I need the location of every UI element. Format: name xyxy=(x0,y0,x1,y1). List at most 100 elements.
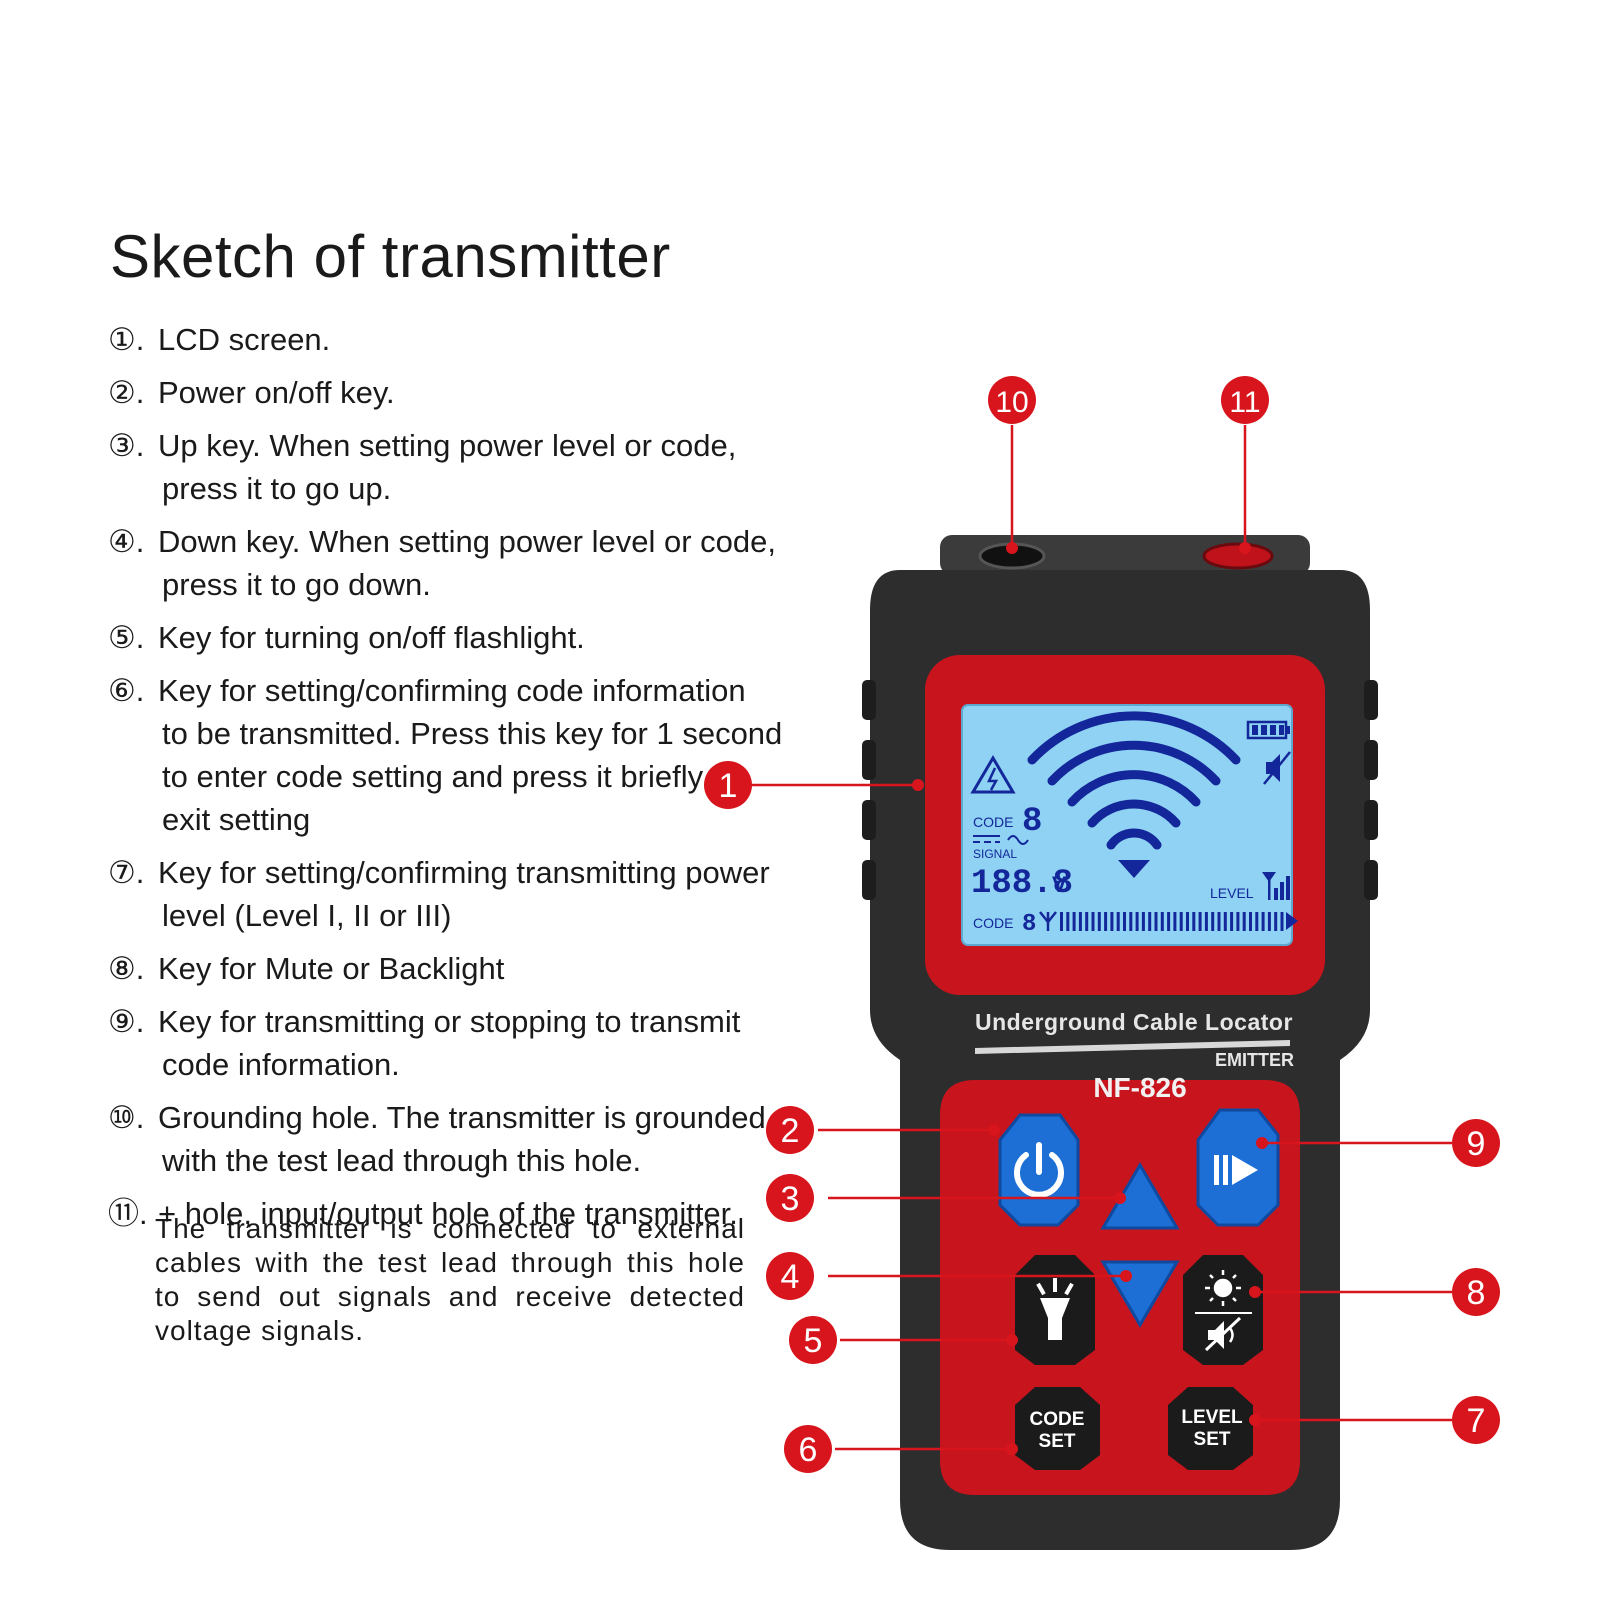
feature-text: + hole, input/output hole of the transmi… xyxy=(158,1192,828,1235)
callout-badges: 1 2 3 4 5 6 7 8 9 10 11 xyxy=(704,376,1500,1473)
feature-number: ⑨. xyxy=(108,1004,145,1039)
callout-badge-6: 6 xyxy=(784,1425,832,1473)
progress-arrow-icon xyxy=(1286,912,1298,930)
lcd-screen xyxy=(961,704,1293,946)
feature-item: ⑧. Key for Mute or Backlight xyxy=(108,947,828,990)
progress-tick xyxy=(1198,912,1202,931)
lcd-signal-value: 188.8 xyxy=(971,865,1073,903)
progress-tick xyxy=(1179,912,1183,931)
feature-text-line: Key for setting/confirming transmitting … xyxy=(158,855,770,890)
callout-number: 11 xyxy=(1229,386,1260,419)
callout-badge-5: 5 xyxy=(789,1316,837,1364)
level-set-button[interactable]: LEVEL SET xyxy=(1168,1387,1253,1470)
lcd-signal-label: SIGNAL xyxy=(973,847,1017,861)
progress-tick xyxy=(1211,912,1215,931)
progress-tick xyxy=(1280,912,1284,931)
callout-lines xyxy=(748,425,1452,1451)
feature-text: LCD screen. xyxy=(158,318,828,361)
progress-tick xyxy=(1160,912,1164,931)
backlight-mute-button[interactable] xyxy=(1183,1255,1263,1365)
callout-badge-11: 11 xyxy=(1221,376,1269,424)
lcd-level-label: LEVEL xyxy=(1210,885,1254,901)
feature-number: ①. xyxy=(108,322,145,357)
callout-number: 4 xyxy=(781,1258,800,1296)
code-set-line1: CODE xyxy=(1030,1409,1085,1430)
feature-number: ⑥. xyxy=(108,673,145,708)
side-grips xyxy=(862,680,1378,900)
feature-number: ⑦. xyxy=(108,855,145,890)
feature-text-line: + hole, input/output hole of the transmi… xyxy=(158,1196,738,1231)
progress-tick xyxy=(1072,912,1076,931)
level-set-line2: SET xyxy=(1194,1429,1231,1450)
progress-tick xyxy=(1091,912,1095,931)
flashlight-button[interactable] xyxy=(1015,1255,1095,1365)
signal-origin xyxy=(1118,860,1150,878)
transmit-progress-bar xyxy=(1060,912,1284,931)
callout-number: 2 xyxy=(781,1112,800,1150)
code-set-button[interactable]: CODE SET xyxy=(1015,1387,1100,1470)
progress-tick xyxy=(1267,912,1271,931)
feature-text: Key for setting/confirming code informat… xyxy=(158,669,828,841)
progress-tick xyxy=(1148,912,1152,931)
lcd-code-label: CODE xyxy=(973,814,1013,830)
lcd-code-value: 8 xyxy=(1022,803,1042,841)
progress-tick xyxy=(1186,912,1189,931)
lcd-signal-unit: V xyxy=(1052,872,1067,897)
callout-badge-7: 7 xyxy=(1452,1396,1500,1444)
transmit-button[interactable] xyxy=(1196,1108,1280,1227)
hole-note: The transmitter is connected to external… xyxy=(155,1213,745,1346)
progress-tick xyxy=(1060,912,1063,931)
callout-badge-10: 10 xyxy=(988,376,1036,424)
progress-tick xyxy=(1123,912,1126,931)
model-label: NF-826 xyxy=(1093,1072,1186,1103)
plus-hole[interactable] xyxy=(1202,542,1274,570)
callout-number: 1 xyxy=(719,767,738,805)
feature-text: Down key. When setting power level or co… xyxy=(158,520,828,606)
progress-tick xyxy=(1104,912,1108,931)
callout-badge-9: 9 xyxy=(1452,1119,1500,1167)
progress-tick xyxy=(1192,912,1196,931)
dc-ac-icon xyxy=(973,835,1029,845)
feature-text: Key for setting/confirming transmitting … xyxy=(158,851,828,937)
progress-tick xyxy=(1249,912,1252,931)
progress-tick xyxy=(1167,912,1171,931)
feature-text-line: press it to go up. xyxy=(162,471,392,506)
power-button[interactable] xyxy=(998,1113,1080,1227)
flashlight-icon xyxy=(1036,1278,1074,1340)
progress-tick xyxy=(1141,912,1145,931)
progress-tick xyxy=(1078,912,1082,931)
progress-tick xyxy=(1173,912,1177,931)
progress-tick xyxy=(1255,912,1259,931)
feature-number: ⑧. xyxy=(108,951,145,986)
callout-badge-8: 8 xyxy=(1452,1268,1500,1316)
feature-text: Key for Mute or Backlight xyxy=(158,947,828,990)
emitter-label: EMITTER xyxy=(1215,1050,1294,1070)
feature-text: Key for turning on/off flashlight. xyxy=(158,616,828,659)
progress-tick xyxy=(1154,912,1158,931)
feature-item: ①. LCD screen. xyxy=(108,318,828,361)
callout-badge-2: 2 xyxy=(766,1106,814,1154)
power-icon xyxy=(1014,1142,1064,1198)
progress-tick xyxy=(1097,912,1101,931)
progress-tick xyxy=(1204,912,1208,931)
progress-tick xyxy=(1135,912,1139,931)
callout-number: 3 xyxy=(781,1180,800,1218)
callout-badge-1: 1 xyxy=(704,761,752,809)
level-bars-icon xyxy=(1262,872,1290,900)
feature-item: ④.Down key. When setting power level or … xyxy=(108,520,828,606)
progress-tick xyxy=(1116,912,1120,931)
feature-text-line: Grounding hole. The transmitter is groun… xyxy=(158,1100,766,1135)
callout-number: 6 xyxy=(799,1431,818,1469)
progress-tick xyxy=(1085,912,1089,931)
feature-text-line: level (Level I, II or III) xyxy=(162,898,452,933)
feature-number: ⑤. xyxy=(108,620,145,655)
feature-text: Key for transmitting or stopping to tran… xyxy=(158,1000,828,1086)
progress-tick xyxy=(1236,912,1240,931)
feature-text-line: LCD screen. xyxy=(158,322,331,357)
feature-list: ①.LCD screen.②.Power on/off key.③.Up key… xyxy=(108,318,828,1245)
high-voltage-icon xyxy=(970,755,1016,794)
lcd-bottom-code-value: 8 xyxy=(1022,911,1036,938)
progress-tick xyxy=(1129,912,1133,931)
page-title: Sketch of transmitter xyxy=(110,223,671,290)
progress-tick xyxy=(1261,912,1265,931)
